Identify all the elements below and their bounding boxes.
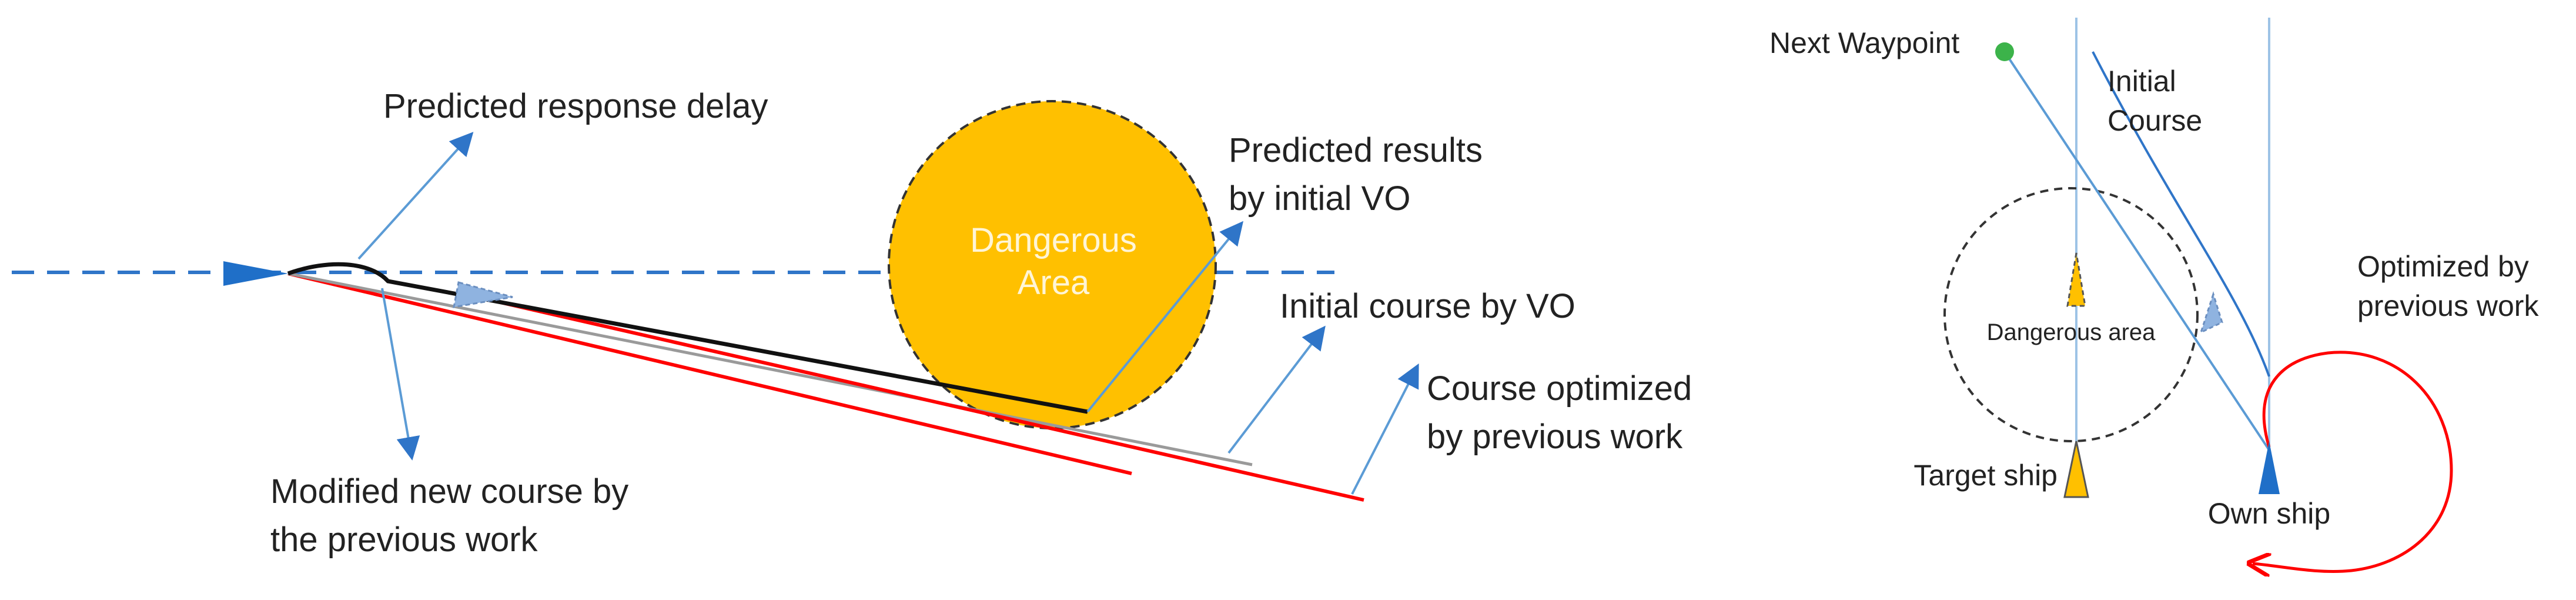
modified-course-label: the previous work [270,521,538,559]
optimized-course-label: Course optimized [1427,369,1692,408]
dangerous-area-label: Area [1018,264,1090,302]
modified-leader-arrow [381,288,420,461]
initial-course-label: Initial course by VO [1280,287,1575,325]
initial-course-label: Course [2107,104,2202,137]
dangerous-area-circle [888,100,1217,429]
modified-course-label: Modified new course by [270,472,628,511]
predicted-course-black-curve [287,262,1088,414]
waypoint-icon [1995,42,2014,61]
own-ship-icon [2259,441,2280,494]
initial-course-gray-line [287,272,1253,466]
modified-course-red-line [287,272,1132,475]
waypoint-line [2003,51,2270,451]
predicted-ship-icon [453,281,513,308]
next-waypoint-label: Next Waypoint [1769,26,1959,59]
own-ship-predicted-icon [2199,291,2223,334]
target-ship-predicted-icon [2066,252,2086,307]
predicted-delay-label: Predicted response delay [383,87,768,125]
optimized-label: previous work [2357,289,2539,322]
optimized-leader-arrow [1351,363,1419,495]
target-ship-icon [2063,441,2089,498]
initial-course-label: Initial [2107,65,2176,98]
optimized-course-arc [2253,351,2453,572]
optimized-course-label: by previous work [1427,418,1683,456]
dangerous-area-circle [1943,187,2199,442]
own-ship-label: Own ship [2208,497,2330,530]
left-panel: Dangerous Area Predicted response delay … [12,87,1692,559]
delay-leader-arrow [357,132,474,260]
right-panel: Dangerous area Next Waypoint Initial Cou… [1769,18,2539,571]
dangerous-area-label: Dangerous [970,221,1137,259]
predicted-results-label: Predicted results [1229,131,1483,169]
results-leader-arrow [1086,221,1244,413]
own-ship-icon [223,261,288,286]
optimized-label: Optimized by [2357,250,2529,283]
initial-course-leader-arrow [1227,325,1326,454]
target-ship-label: Target ship [1913,459,2058,492]
predicted-results-label: by initial VO [1229,179,1410,218]
optimized-course-red-line [464,292,1364,502]
initial-course-curve [2092,51,2270,377]
dangerous-area-label: Dangerous area [1987,319,2156,345]
